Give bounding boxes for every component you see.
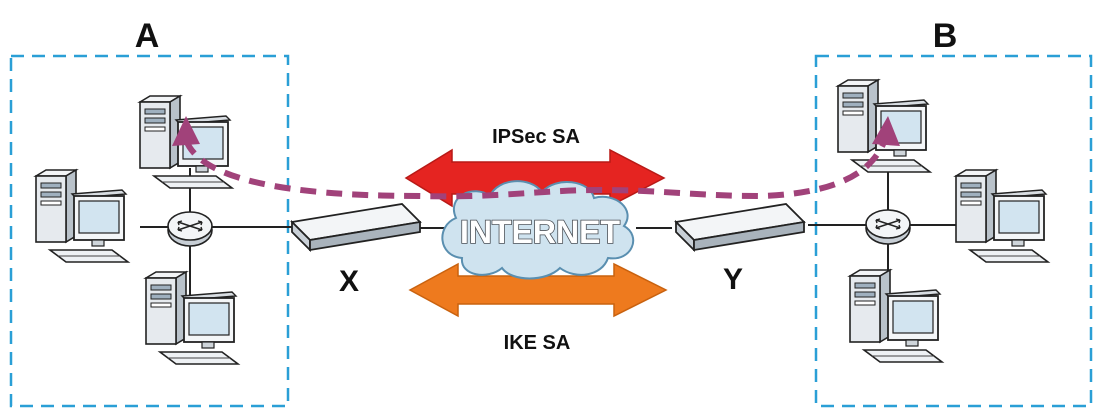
gateway-y-device-icon	[674, 203, 806, 253]
site-a-computer-bottom-icon	[145, 271, 239, 365]
gateway-x-label: X	[339, 265, 359, 298]
ipsec-sa-label: IPSec SA	[492, 126, 580, 148]
site-a-label: A	[135, 17, 160, 55]
tunnel-arrowhead-b-icon	[872, 116, 900, 146]
ike-sa-arrow-icon	[408, 262, 668, 318]
tunnel-arrowhead-a-icon	[172, 116, 200, 146]
site-b-computer-right-icon	[955, 169, 1049, 263]
site-a-computer-left-icon	[35, 169, 129, 263]
site-a-router-icon	[167, 211, 213, 247]
site-b-label: B	[933, 17, 958, 55]
gateway-x-device-icon	[290, 203, 422, 253]
gateway-y-label: Y	[723, 263, 743, 296]
ike-sa-label: IKE SA	[504, 332, 571, 354]
site-a-boundary	[9, 54, 290, 408]
site-b-computer-bottom-icon	[849, 269, 943, 363]
site-b-boundary	[814, 54, 1093, 408]
vpn-tunnel-path	[183, 138, 887, 200]
site-b-router-icon	[865, 209, 911, 245]
internet-label: INTERNET	[460, 214, 620, 250]
